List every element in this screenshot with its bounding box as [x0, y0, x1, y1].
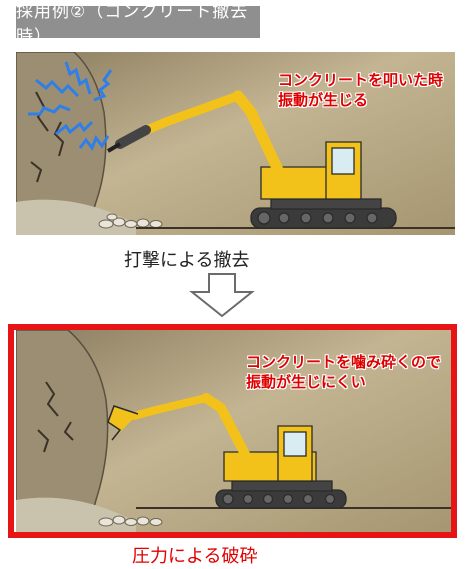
- crusher-illustration: コンクリートを噛み砕くので 振動が生じにくい: [16, 330, 455, 535]
- highlight-frame: [8, 324, 457, 538]
- hammer-note-line2: 振動が生じる: [278, 91, 369, 109]
- hammer-illustration: コンクリートを叩いた時に 振動が生じる: [16, 52, 455, 235]
- excavator-crusher: [107, 393, 347, 509]
- hammer-note-line1: コンクリートを叩いた時に: [278, 71, 444, 109]
- vibration-icon: [28, 61, 113, 152]
- crusher-caption: 圧力による破砕: [132, 546, 258, 567]
- down-arrow-icon: [189, 273, 255, 318]
- excavator-hammer: [106, 90, 397, 229]
- crusher-note-line1: コンクリートを噛み砕くので: [246, 353, 442, 371]
- section-title: 採用例②（コンクリート撤去時）: [16, 2, 260, 47]
- rock-face: [16, 330, 109, 535]
- hammer-caption: 打撃による撤去: [124, 250, 250, 271]
- crusher-note-line2: 振動が生じにくい: [246, 373, 366, 391]
